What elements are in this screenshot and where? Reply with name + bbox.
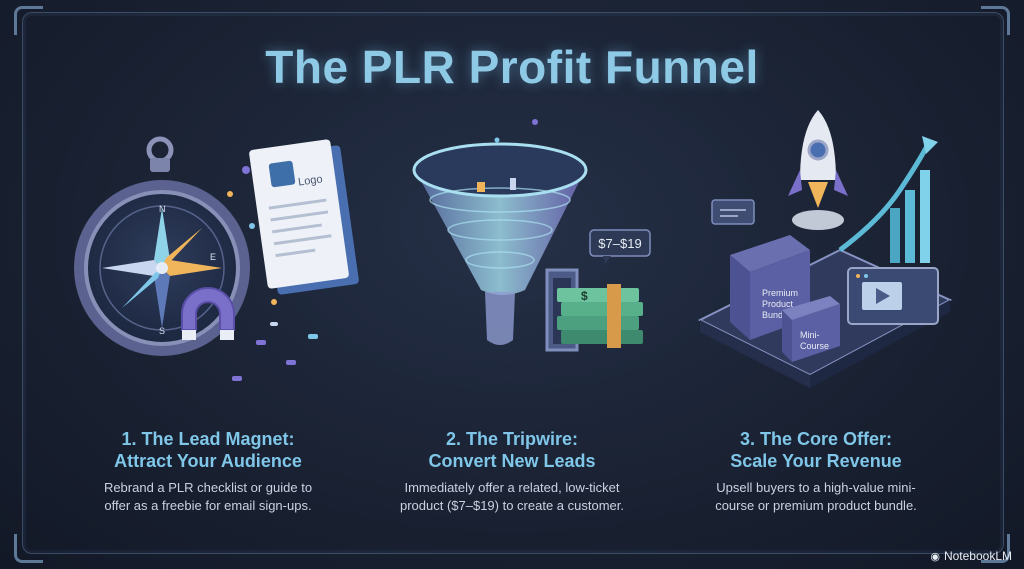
- frame-corner: [981, 534, 1010, 563]
- step-2-heading: 2. The Tripwire: Convert New Leads: [362, 428, 662, 472]
- svg-text:$: $: [581, 289, 588, 303]
- chat-bubble-icon: [711, 199, 755, 225]
- svg-text:Logo: Logo: [297, 173, 323, 188]
- step-1-heading-line2: Attract Your Audience: [114, 451, 302, 471]
- step-1-body-line1: Rebrand a PLR checklist or guide to: [103, 480, 313, 495]
- step-2-heading-line2: Convert New Leads: [428, 451, 596, 471]
- svg-text:Mini-: Mini-: [800, 330, 820, 340]
- frame-corner: [981, 6, 1010, 35]
- brand-label: NotebookLM: [943, 549, 1012, 563]
- svg-text:Product: Product: [762, 299, 794, 309]
- step-3-heading-line2: Scale Your Revenue: [730, 451, 902, 471]
- brand-watermark: ◉ NotebookLM: [930, 549, 1012, 563]
- lead-magnet-illustration: N S E Logo: [74, 136, 359, 381]
- magnet-icon: [181, 287, 235, 340]
- notebooklm-logo-icon: ◉: [930, 550, 940, 563]
- step-3-heading-line1: 3. The Core Offer:: [739, 429, 893, 449]
- core-offer-illustration: Premium Product Bundle Mini- Course: [697, 110, 953, 388]
- page-title: The PLR Profit Funnel: [265, 41, 759, 93]
- frame-border: [22, 12, 1004, 554]
- svg-text:Course: Course: [800, 341, 829, 351]
- svg-text:S: S: [159, 326, 165, 336]
- step-1-heading-line1: 1. The Lead Magnet:: [121, 429, 295, 449]
- document-icon: Logo: [249, 139, 359, 295]
- rocket-icon: [788, 110, 848, 230]
- price-tag: $7–$19: [589, 229, 651, 264]
- step-1-body-line2: offer as a freebie for email sign-ups.: [104, 498, 312, 513]
- step-2-body-line1: Immediately offer a related, low-ticket: [404, 480, 620, 495]
- step-2-body-line2: product ($7–$19) to create a customer.: [399, 498, 624, 513]
- frame-corner: [14, 6, 43, 35]
- step-3-body-line1: Upsell buyers to a high-value mini-: [716, 480, 916, 495]
- step-1-body: Rebrand a PLR checklist or guide to offe…: [58, 479, 358, 515]
- step-3-body: Upsell buyers to a high-value mini- cour…: [666, 479, 966, 515]
- funnel-icon: [412, 119, 588, 345]
- growth-arrow-icon: [838, 136, 938, 263]
- box-icon: Premium Product Bundle Mini- Course: [730, 235, 840, 362]
- svg-text:N: N: [159, 204, 166, 214]
- step-2-body: Immediately offer a related, low-ticket …: [362, 479, 662, 515]
- svg-text:E: E: [210, 252, 216, 262]
- step-1-heading: 1. The Lead Magnet: Attract Your Audienc…: [58, 428, 358, 472]
- frame-corner: [14, 534, 43, 563]
- step-2-heading-line1: 2. The Tripwire:: [445, 429, 579, 449]
- price-tag-label: $7–$19: [598, 236, 641, 251]
- compass-icon: N S E: [74, 136, 250, 356]
- tripwire-illustration: $ $7–$19: [412, 119, 651, 352]
- step-3-body-line2: course or premium product bundle.: [715, 498, 917, 513]
- step-3-heading: 3. The Core Offer: Scale Your Revenue: [666, 428, 966, 472]
- video-player-icon: [847, 267, 939, 325]
- svg-text:Bundle: Bundle: [762, 310, 790, 320]
- particles: [227, 166, 318, 381]
- svg-text:Premium: Premium: [762, 288, 798, 298]
- money-stack-icon: $: [557, 284, 643, 348]
